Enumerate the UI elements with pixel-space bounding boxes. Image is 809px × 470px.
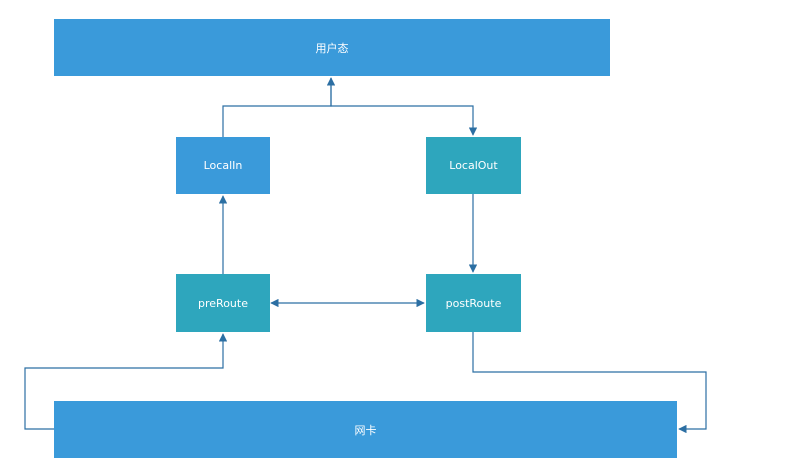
edge-localin-to-user bbox=[222, 77, 336, 137]
node-localout: LocalOut bbox=[426, 137, 521, 194]
node-nic: 网卡 bbox=[54, 401, 677, 458]
node-user-space: 用户态 bbox=[54, 19, 610, 76]
node-postroute-label: postRoute bbox=[445, 296, 502, 310]
node-localin-label: LocalIn bbox=[203, 159, 243, 172]
node-preroute-label: preRoute bbox=[198, 296, 248, 310]
node-user-space-label: 用户态 bbox=[315, 41, 349, 55]
edge-user-to-localout bbox=[330, 78, 478, 136]
edge-nic-to-preroute bbox=[24, 333, 228, 430]
edge-postroute-to-nic bbox=[472, 332, 707, 434]
node-localin: LocalIn bbox=[176, 137, 270, 194]
node-postroute: postRoute bbox=[426, 274, 521, 332]
node-preroute: preRoute bbox=[176, 274, 270, 332]
node-localout-label: LocalOut bbox=[449, 159, 498, 172]
node-nic-label: 网卡 bbox=[354, 423, 377, 437]
